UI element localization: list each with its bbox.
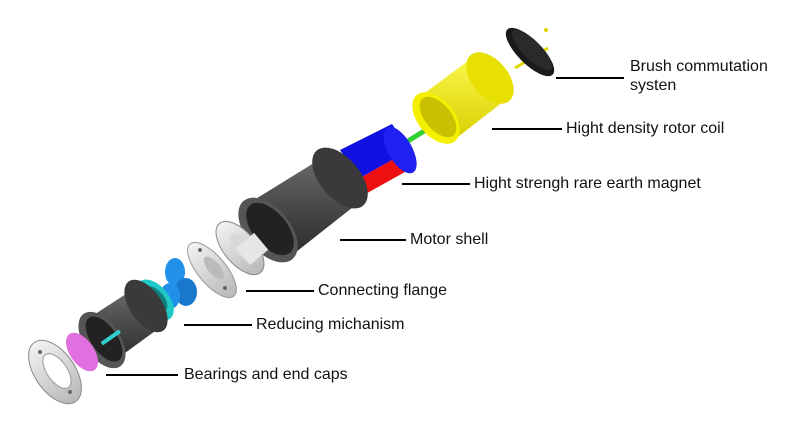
leader-rotor: [492, 128, 562, 130]
reducer-housing: [78, 279, 168, 369]
rare-earth-magnet: [340, 124, 417, 196]
label-bearings: Bearings and end caps: [184, 366, 348, 383]
brush-commutation-disc: [505, 27, 555, 77]
bearing-end-cap: [28, 332, 98, 405]
connecting-flange: [187, 241, 237, 299]
leader-magnet: [402, 183, 470, 185]
leader-brush: [556, 77, 624, 79]
leader-flange: [246, 290, 314, 292]
label-rotor-coil: Hight density rotor coil: [566, 120, 725, 137]
label-brush-line2: systen: [630, 77, 677, 94]
leader-reducing: [184, 324, 252, 326]
shell-flange: [215, 220, 269, 276]
label-reducing-mechanism: Reducing michanism: [256, 316, 405, 333]
label-brush-line1: Brush commutation: [630, 58, 768, 75]
rotor-coil: [398, 52, 514, 149]
leader-bearings: [106, 374, 178, 376]
label-brush-commutation: Brush commutation systen: [630, 57, 768, 95]
label-magnet: Hight strengh rare earth magnet: [474, 175, 701, 192]
label-motor-shell: Motor shell: [410, 231, 489, 248]
label-connecting-flange: Connecting flange: [318, 282, 447, 299]
leader-shell: [340, 239, 406, 241]
